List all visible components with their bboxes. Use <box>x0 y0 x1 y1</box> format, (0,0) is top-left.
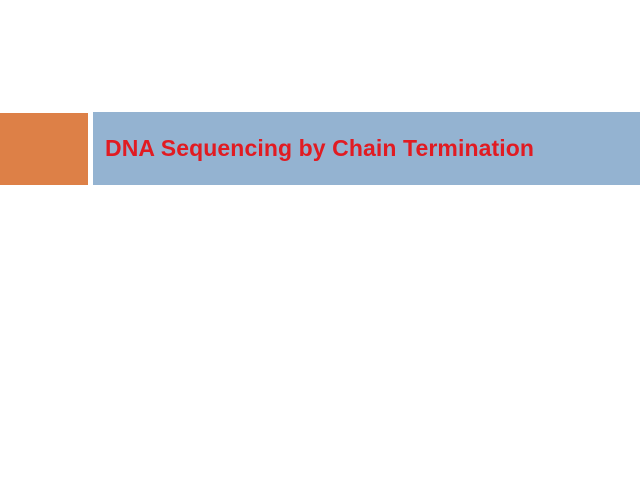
title-band: DNA Sequencing by Chain Termination <box>93 112 640 185</box>
title-accent-block <box>0 113 88 185</box>
page-title: DNA Sequencing by Chain Termination <box>105 134 535 161</box>
slide-content-area <box>0 185 640 480</box>
